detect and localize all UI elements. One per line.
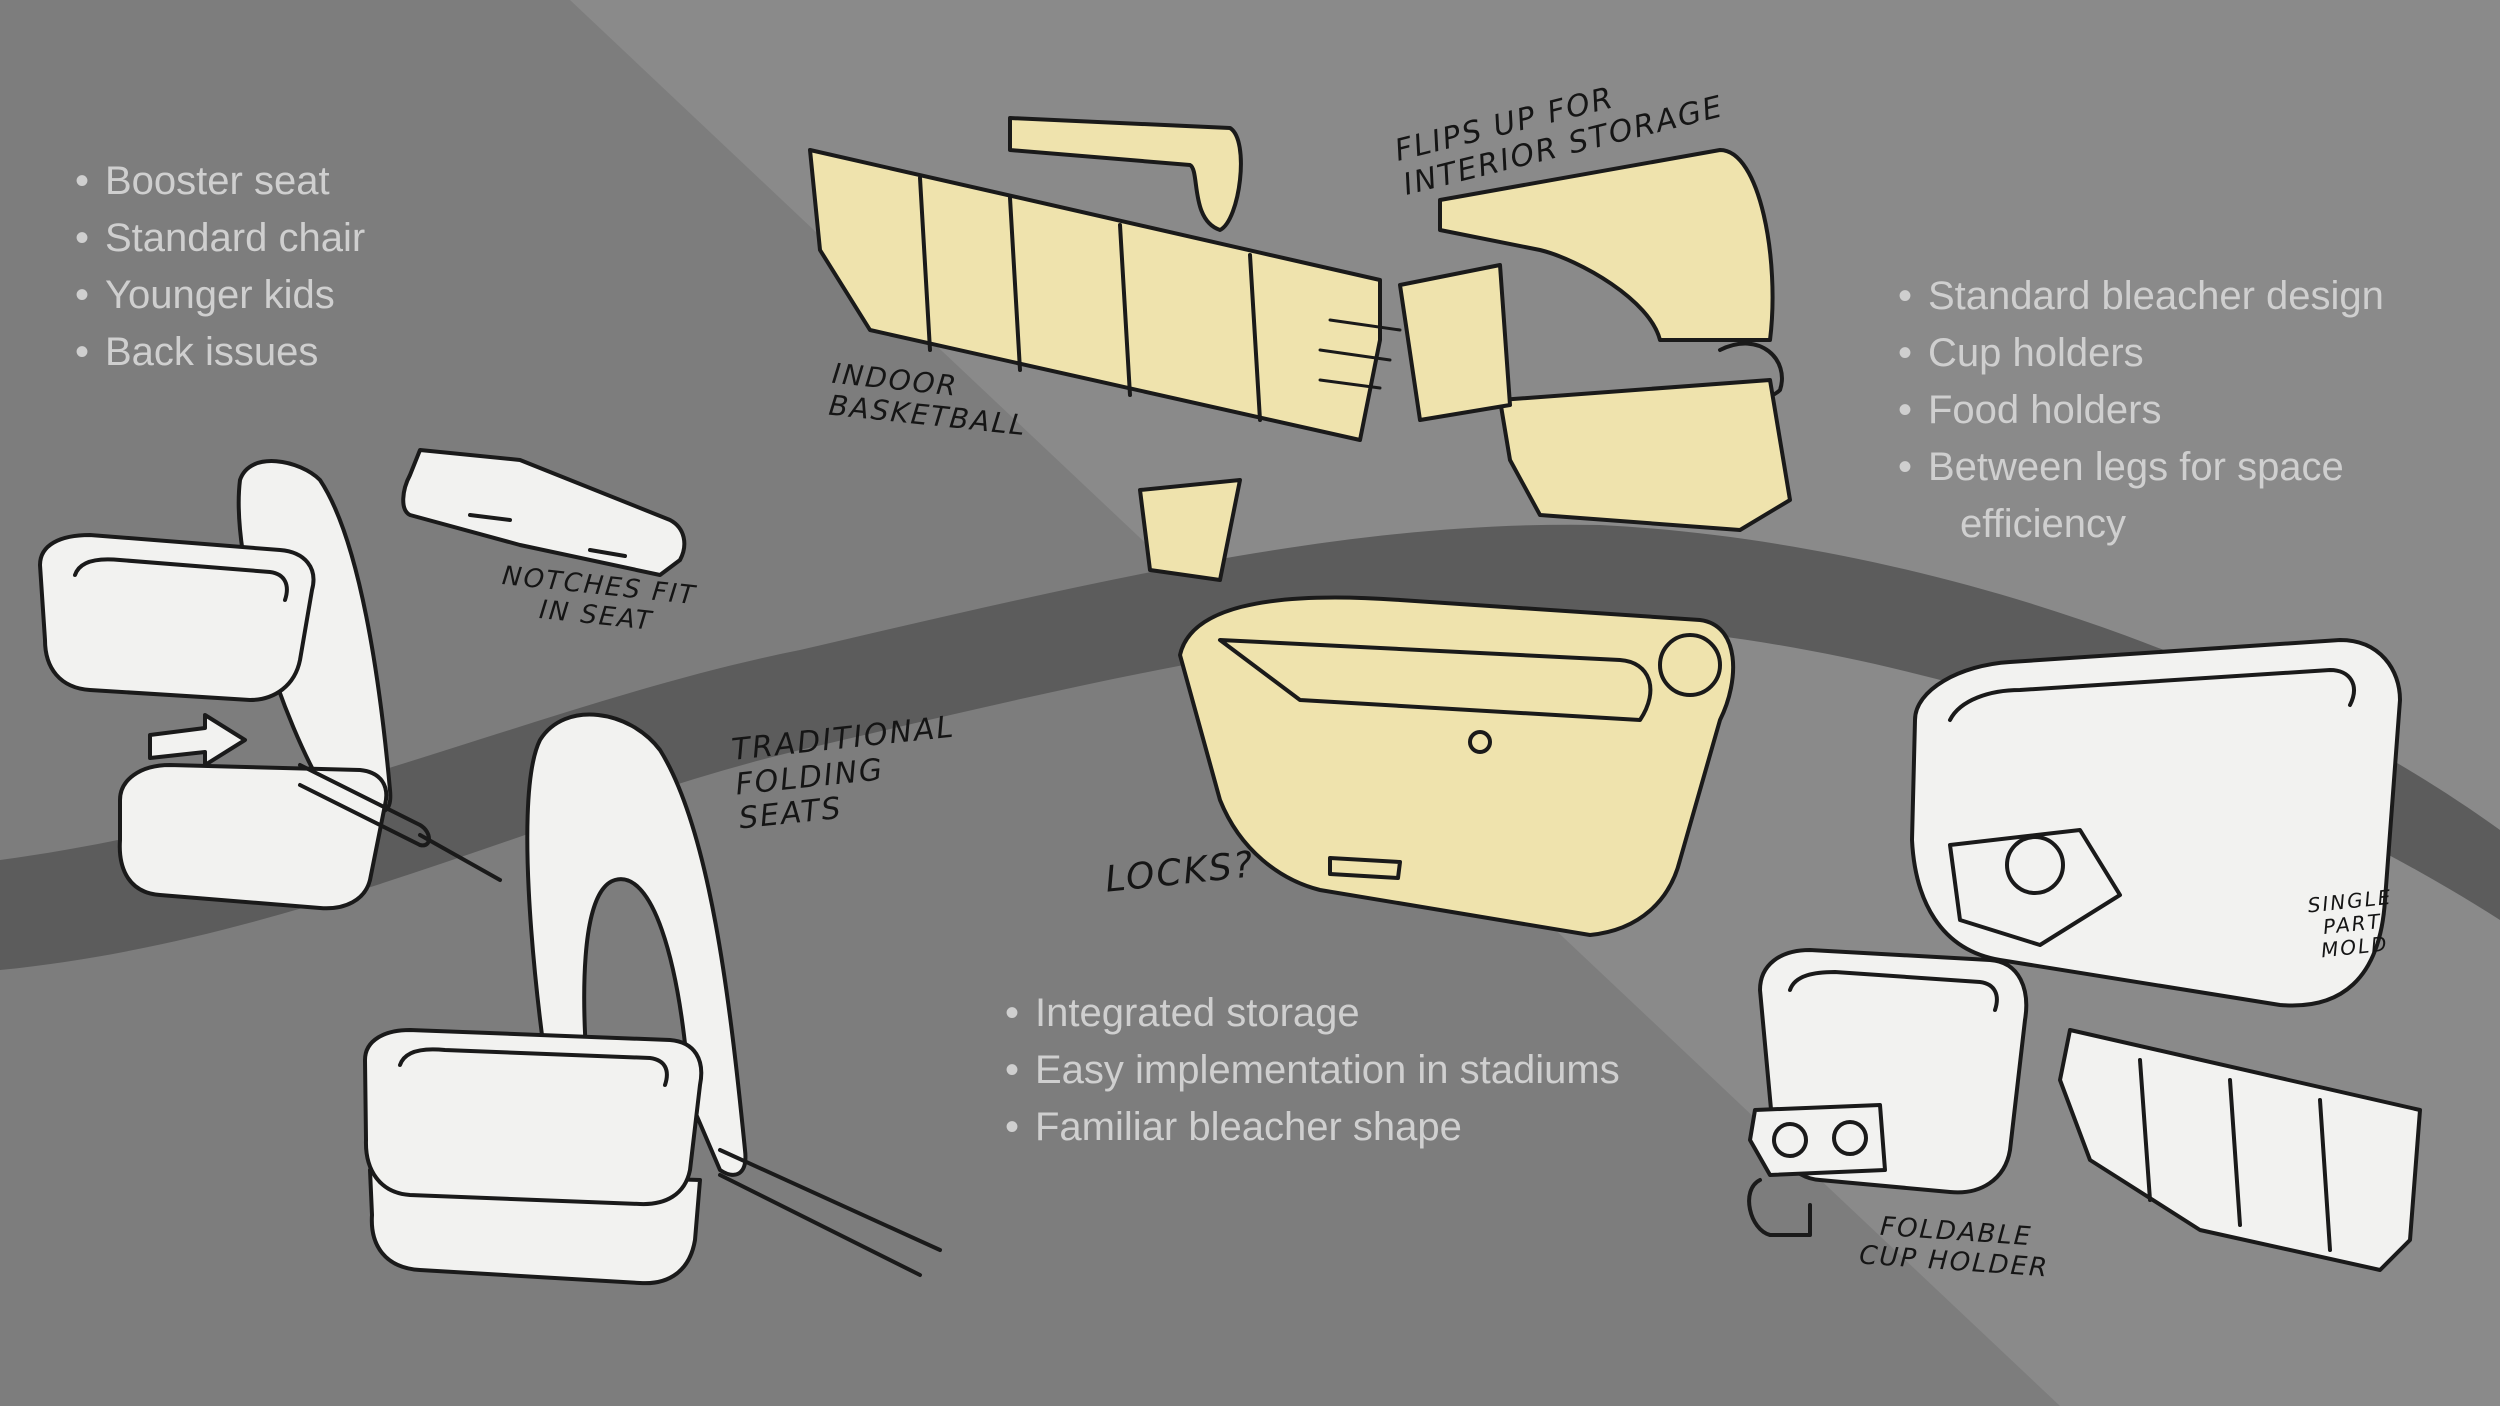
mold-cup-ring (2005, 835, 2065, 895)
bullet-item: Easy implementation in stadiums (1005, 1042, 1620, 1099)
cup-seat-rim (1788, 970, 1999, 1012)
lock-slot (1328, 856, 1402, 880)
cup-hole-left (1772, 1122, 1808, 1158)
storage-seat-lid (1438, 148, 1775, 342)
booster-seat-sketch (38, 459, 502, 911)
bleacher-body (808, 148, 1382, 442)
bullet-item: Food holders (1898, 382, 2384, 439)
bleacher-sketch (808, 116, 1402, 442)
cup-holder-fold (1747, 1178, 1812, 1237)
bullet-item: Familiar bleacher shape (1005, 1099, 1620, 1156)
folding-seat-rod (718, 1148, 942, 1277)
note-single-part-mold: Single part mold (2306, 884, 2394, 963)
bullet-item: Booster seat (75, 153, 365, 210)
bleacher-dividers (918, 176, 1262, 422)
bullet-item: Back issues (75, 324, 365, 381)
bleacher-row-sketch (2058, 1028, 2422, 1272)
folding-seat-cushion (363, 1028, 704, 1207)
booster-top-seat (38, 533, 316, 702)
bleacher-flip-lid (1008, 116, 1243, 232)
bleacher-row-dividers (2138, 1058, 2332, 1252)
storage-seat-base (1498, 378, 1792, 532)
bullet-item: Standard bleacher design (1898, 268, 2384, 325)
cup-holder-seat-sketch (1747, 948, 2029, 1237)
lock-seat-sketch (1178, 595, 1736, 937)
wave-band (0, 524, 2500, 970)
lock-seat-top (1218, 638, 1653, 722)
lock-hole (1468, 730, 1492, 754)
booster-arrow (148, 713, 247, 767)
storage-small-flap (1138, 478, 1242, 582)
bullet-item: Cup holders (1898, 325, 2384, 382)
storage-flap (1398, 263, 1512, 422)
notch-piece-notches (468, 513, 627, 558)
bleacher-motion-lines (1318, 318, 1402, 390)
folding-seat-rim (398, 1047, 669, 1087)
mold-seat-rim (1948, 668, 2356, 722)
cup-hole-right (1832, 1120, 1868, 1156)
lock-seat-hinge-end (1658, 633, 1722, 697)
bullet-item: Integrated storage (1005, 985, 1620, 1042)
folding-seat-sketch (363, 712, 942, 1286)
bullet-item: Standard chair (75, 210, 365, 267)
notch-piece-sketch (401, 448, 687, 577)
bullet-continuation: efficiency (1960, 502, 2127, 546)
bullets-center: Integrated storage Easy implementation i… (1005, 985, 1620, 1156)
bullet-item: Younger kids (75, 267, 365, 324)
bullets-left: Booster seat Standard chair Younger kids… (75, 153, 365, 381)
booster-lower-cushion (117, 763, 389, 911)
mold-seat-sketch (1910, 638, 2402, 1008)
booster-seat-rim (73, 557, 289, 602)
bullet-item: Between legs for space (1898, 439, 2384, 496)
storage-seat-sketch (1138, 148, 1792, 582)
bullets-right: Standard bleacher design Cup holders Foo… (1898, 268, 2384, 553)
booster-hinge-rod-extension (418, 833, 502, 882)
lock-seat-body (1178, 595, 1736, 937)
mold-cup-holder (1948, 828, 2122, 947)
